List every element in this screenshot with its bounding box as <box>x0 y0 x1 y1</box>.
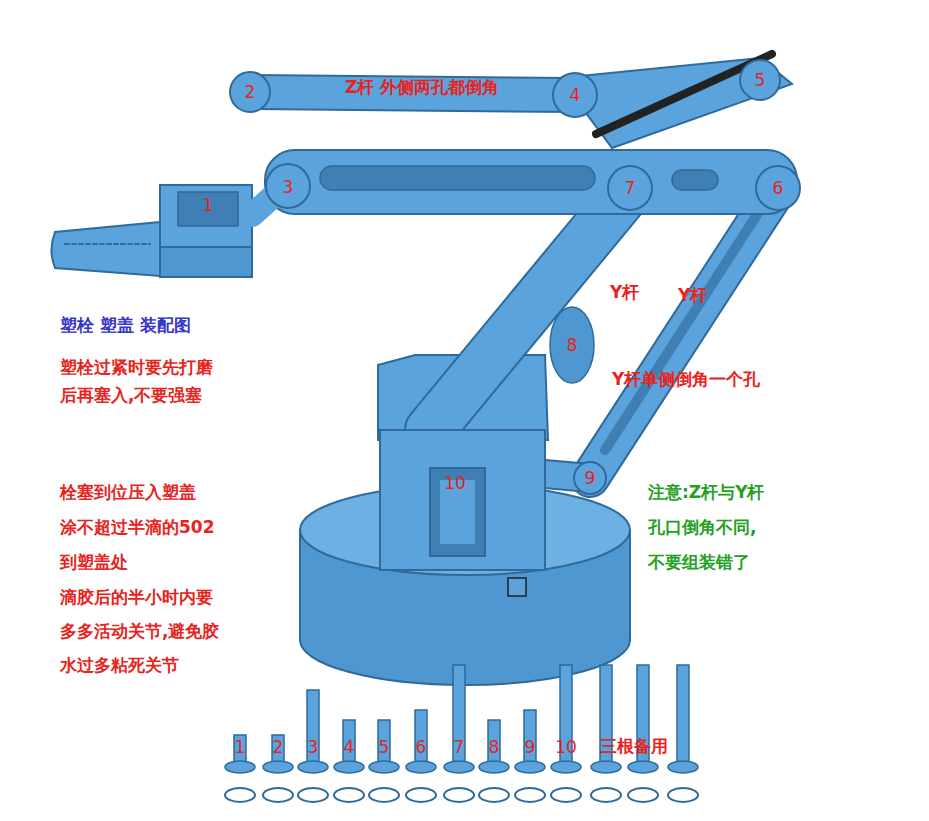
warning-text: 注意:Z杆与Y杆 <box>648 483 764 502</box>
callout-number: 2 <box>245 83 256 102</box>
pin-number: 8 <box>489 738 500 757</box>
instruction-text: 涂不超过半滴的502 <box>60 518 215 537</box>
instruction-text: 塑栓过紧时要先打磨 <box>60 358 213 377</box>
callout-number: 10 <box>444 474 466 493</box>
callout-number: 4 <box>570 86 581 105</box>
pin-number: 9 <box>525 738 536 757</box>
callout-number: 9 <box>585 469 596 488</box>
spare-note: 三根备用 <box>600 737 668 756</box>
pin-number: 10 <box>555 738 577 757</box>
part-name: Y杆 <box>610 283 639 302</box>
pin-number: 5 <box>379 738 390 757</box>
callout-number: 1 <box>203 196 214 215</box>
part-note: Y杆单侧倒角一个孔 <box>612 370 760 389</box>
callout-number: 6 <box>773 179 784 198</box>
instruction-text: 到塑盖处 <box>60 553 128 572</box>
pin-number: 2 <box>273 738 284 757</box>
callout-number: 3 <box>283 178 294 197</box>
part-name: Y杆 <box>678 286 707 305</box>
pin-number: 4 <box>344 738 355 757</box>
part-note: Z杆 外侧两孔都倒角 <box>345 78 499 97</box>
instruction-text: 多多活动关节,避免胶 <box>60 622 219 641</box>
warning-text: 不要组装错了 <box>648 553 750 572</box>
warning-text: 孔口倒角不同, <box>648 518 756 537</box>
instruction-text: 滴胶后的半小时内要 <box>60 588 213 607</box>
pin-number: 6 <box>416 738 427 757</box>
pin-number: 3 <box>308 738 319 757</box>
callout-number: 8 <box>567 336 578 355</box>
callout-number: 5 <box>755 71 766 90</box>
instruction-text: 后再塞入,不要强塞 <box>60 386 202 405</box>
instruction-text: 水过多粘死关节 <box>60 656 179 675</box>
instruction-text: 栓塞到位压入塑盖 <box>60 483 196 502</box>
pin-number: 1 <box>235 738 246 757</box>
diagram-title: 塑栓 塑盖 装配图 <box>60 316 191 335</box>
callout-number: 7 <box>625 179 636 198</box>
pin-number: 7 <box>454 738 465 757</box>
